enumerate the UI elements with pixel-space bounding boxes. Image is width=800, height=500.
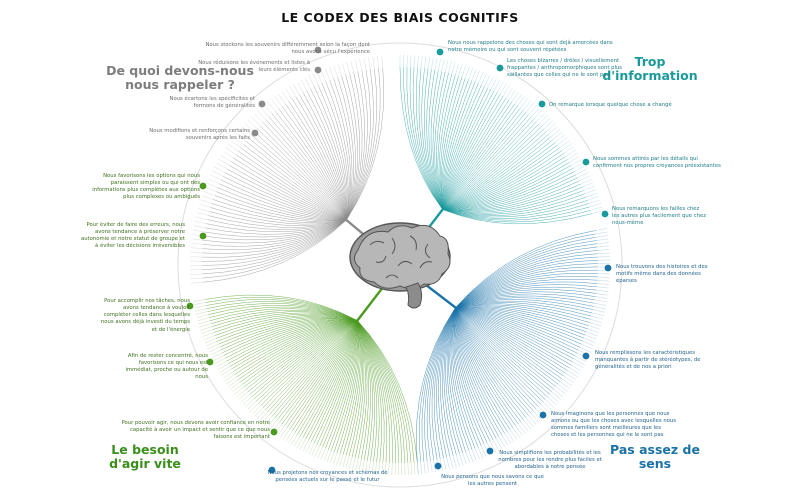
branch-dot [582,158,590,166]
branch-note: Nous projetons nos croyances et schémas … [267,470,388,484]
branch-note: Nous imaginons que les personnes que nou… [551,411,677,439]
branch-dot [601,210,609,218]
branch-note: Nous modifions et renforçons certains so… [149,128,250,142]
outer-ring [177,42,623,488]
quadrant-label-act-fast: Le besoin d'agir vite [109,442,181,472]
branch-dot [486,447,494,455]
branch-dot [539,411,547,419]
quadrant-label-not-enough-meaning: Pas assez de sens [610,442,700,472]
branch-dot [538,100,546,108]
branch-note: Nous pensons que nous savons ce que les … [441,474,544,488]
branch-note: Nous stockons les souvenirs différemment… [205,42,370,56]
branch-note: Nous trouvons des histoires et des motif… [616,264,708,285]
branch-note: Nous simplifions les probabilités et les… [498,450,602,471]
page-title: LE CODEX DES BIAIS COGNITIFS [281,10,519,25]
branch-note: Pour éviter de faire des erreurs, nous a… [80,222,185,250]
branch-dot [434,462,442,470]
branch-note: Nous sommes attirés par les détails qui … [593,156,721,170]
branch-note: Nous favorisons les options qui nous par… [92,173,200,201]
branch-dot [199,182,207,190]
branch-dot [314,66,322,74]
quadrant-label-too-much-info: Trop d'information [602,54,698,84]
branch-note: Nous réduisons les événements et listes … [198,60,310,74]
branch-note: Nous remarquons les failles chez les aut… [612,206,706,227]
branch-dot [268,466,276,474]
branch-note: On remarque lorsque quelque chose a chan… [549,102,672,108]
branch-dot [496,64,504,72]
branch-dot [206,358,214,366]
branch-note: Nous remplissons les caractéristiques ma… [595,350,701,371]
branch-note: Pour pouvoir agir, nous devons avoir con… [121,420,270,441]
branch-note: Afin de rester concentré, nous favorison… [125,353,209,381]
quadrant-label-remember: De quoi devons-nous nous rappeler ? [106,63,254,93]
branch-dot [251,129,259,137]
branch-dot [199,232,207,240]
branch-dot [270,428,278,436]
branch-dot [314,46,322,54]
branch-note: Nous écartons les spécificités et formon… [169,96,256,110]
branch-dot [582,352,590,360]
branch-note: Pour accomplir nos tâches, nous avons te… [100,298,190,333]
brain-icon [349,222,451,309]
branch-dot [258,100,266,108]
branch-dot [436,48,444,56]
branch-note: Nous nous rappelons des choses qui sont … [448,40,613,54]
branch-dot [186,302,194,310]
branch-note: Les choses bizarres / drôles / visuellem… [507,58,623,79]
branch-dot [604,264,612,272]
